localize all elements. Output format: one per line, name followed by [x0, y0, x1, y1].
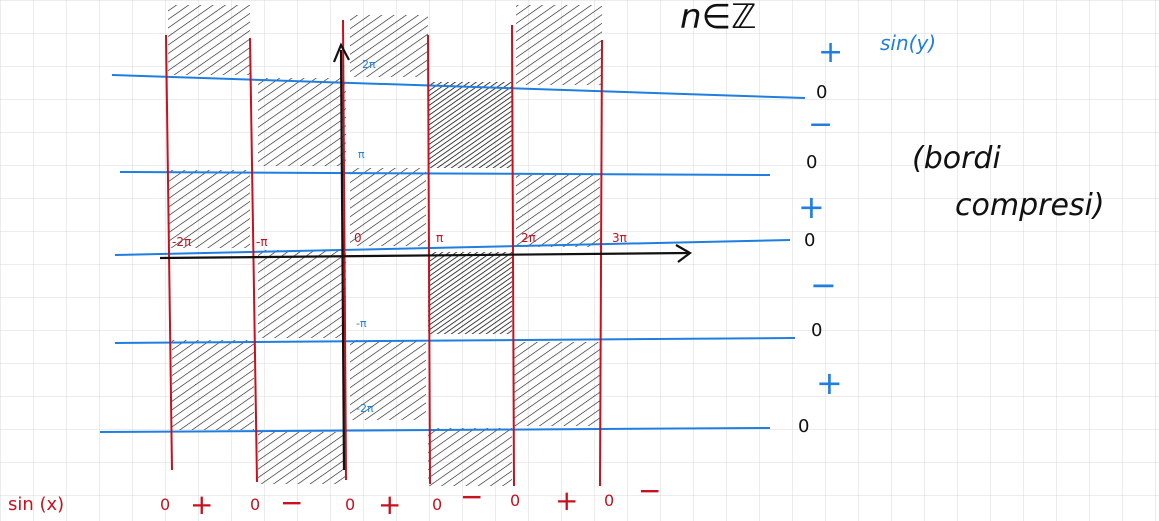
y-tick-label: -π: [356, 317, 367, 330]
x-tick-label: 3π: [612, 231, 627, 245]
y-tick-label: π: [358, 148, 365, 161]
x-tick-label: -2π: [172, 235, 191, 249]
hatched-regions: [168, 5, 602, 486]
n-in-z-label: n∈ℤ: [680, 0, 756, 37]
hatch-region: [258, 250, 346, 338]
sign-item: +: [816, 364, 843, 402]
blue-lines: [99, 74, 806, 433]
y-axis-arrow: [332, 42, 350, 63]
line-y-minus-2pi: [99, 427, 771, 433]
line-y-minus-pi: [114, 337, 796, 344]
hatch-region: [514, 342, 600, 426]
y-tick-label: -2π: [356, 402, 374, 415]
sign-item: −: [810, 266, 837, 304]
y-tick-label: 2π: [362, 58, 376, 71]
x-axis-arrow: [675, 244, 692, 263]
x-tick-labels: -2π -π 0 π 2π 3π: [172, 231, 627, 249]
hatch-region: [258, 432, 346, 484]
hatch-region: [428, 82, 512, 168]
line-x-3pi: [599, 39, 603, 487]
sign-item: 0: [804, 230, 815, 251]
x-tick-label: 0: [354, 231, 362, 245]
sign-item: −: [638, 474, 661, 507]
hatch-region: [172, 340, 254, 430]
sign-item: 0: [160, 495, 170, 514]
line-x-0: [342, 19, 347, 481]
sign-item: +: [818, 35, 843, 70]
sin-x-signs: 0 + 0 − 0 + 0 − 0 + 0 −: [160, 474, 661, 521]
x-axis: [159, 251, 689, 260]
sign-item: −: [280, 486, 303, 519]
line-y-0: [114, 239, 791, 256]
line-x-minus-2pi: [165, 34, 173, 471]
axes: [159, 42, 692, 471]
sign-item: 0: [345, 495, 355, 514]
hatch-region: [168, 5, 250, 75]
hatch-region: [350, 340, 426, 420]
hatch-region: [428, 252, 512, 334]
hatch-region: [350, 15, 428, 77]
y-axis: [339, 49, 346, 471]
sign-item: +: [190, 488, 213, 521]
sign-item: 0: [811, 320, 822, 341]
sign-item: +: [798, 188, 825, 226]
hatch-region: [516, 175, 600, 247]
hatch-region: [258, 78, 346, 166]
sign-item: 0: [250, 495, 260, 514]
sin-y-signs: + 0 − 0 + 0 − 0 + 0: [798, 35, 843, 437]
x-tick-label: π: [436, 231, 443, 245]
sin-x-label: sin (x): [8, 494, 64, 515]
sign-item: 0: [806, 152, 817, 173]
x-tick-label: -π: [256, 235, 268, 249]
line-x-pi: [427, 34, 431, 485]
hatch-region: [168, 170, 250, 248]
y-tick-labels: 2π π -π -2π: [356, 58, 376, 415]
line-y-2pi: [111, 74, 806, 99]
note-line-1: (bordi: [912, 141, 1001, 176]
sign-item: 0: [432, 495, 442, 514]
note-line-2: compresi): [955, 188, 1105, 223]
sign-item: 0: [798, 416, 809, 437]
line-y-pi: [119, 171, 771, 176]
sin-y-label: sin(y): [880, 31, 936, 55]
hatch-region: [516, 5, 602, 85]
line-x-minus-pi: [249, 37, 258, 483]
hatch-region: [350, 168, 426, 246]
sign-item: 0: [816, 82, 827, 103]
hatch-region: [428, 428, 512, 486]
x-tick-label: 2π: [521, 231, 536, 245]
sign-item: +: [378, 488, 401, 521]
sign-item: −: [460, 480, 483, 513]
sign-item: 0: [510, 491, 520, 510]
sign-item: +: [555, 484, 578, 517]
sign-item: 0: [604, 491, 614, 510]
sign-item: −: [808, 107, 833, 142]
